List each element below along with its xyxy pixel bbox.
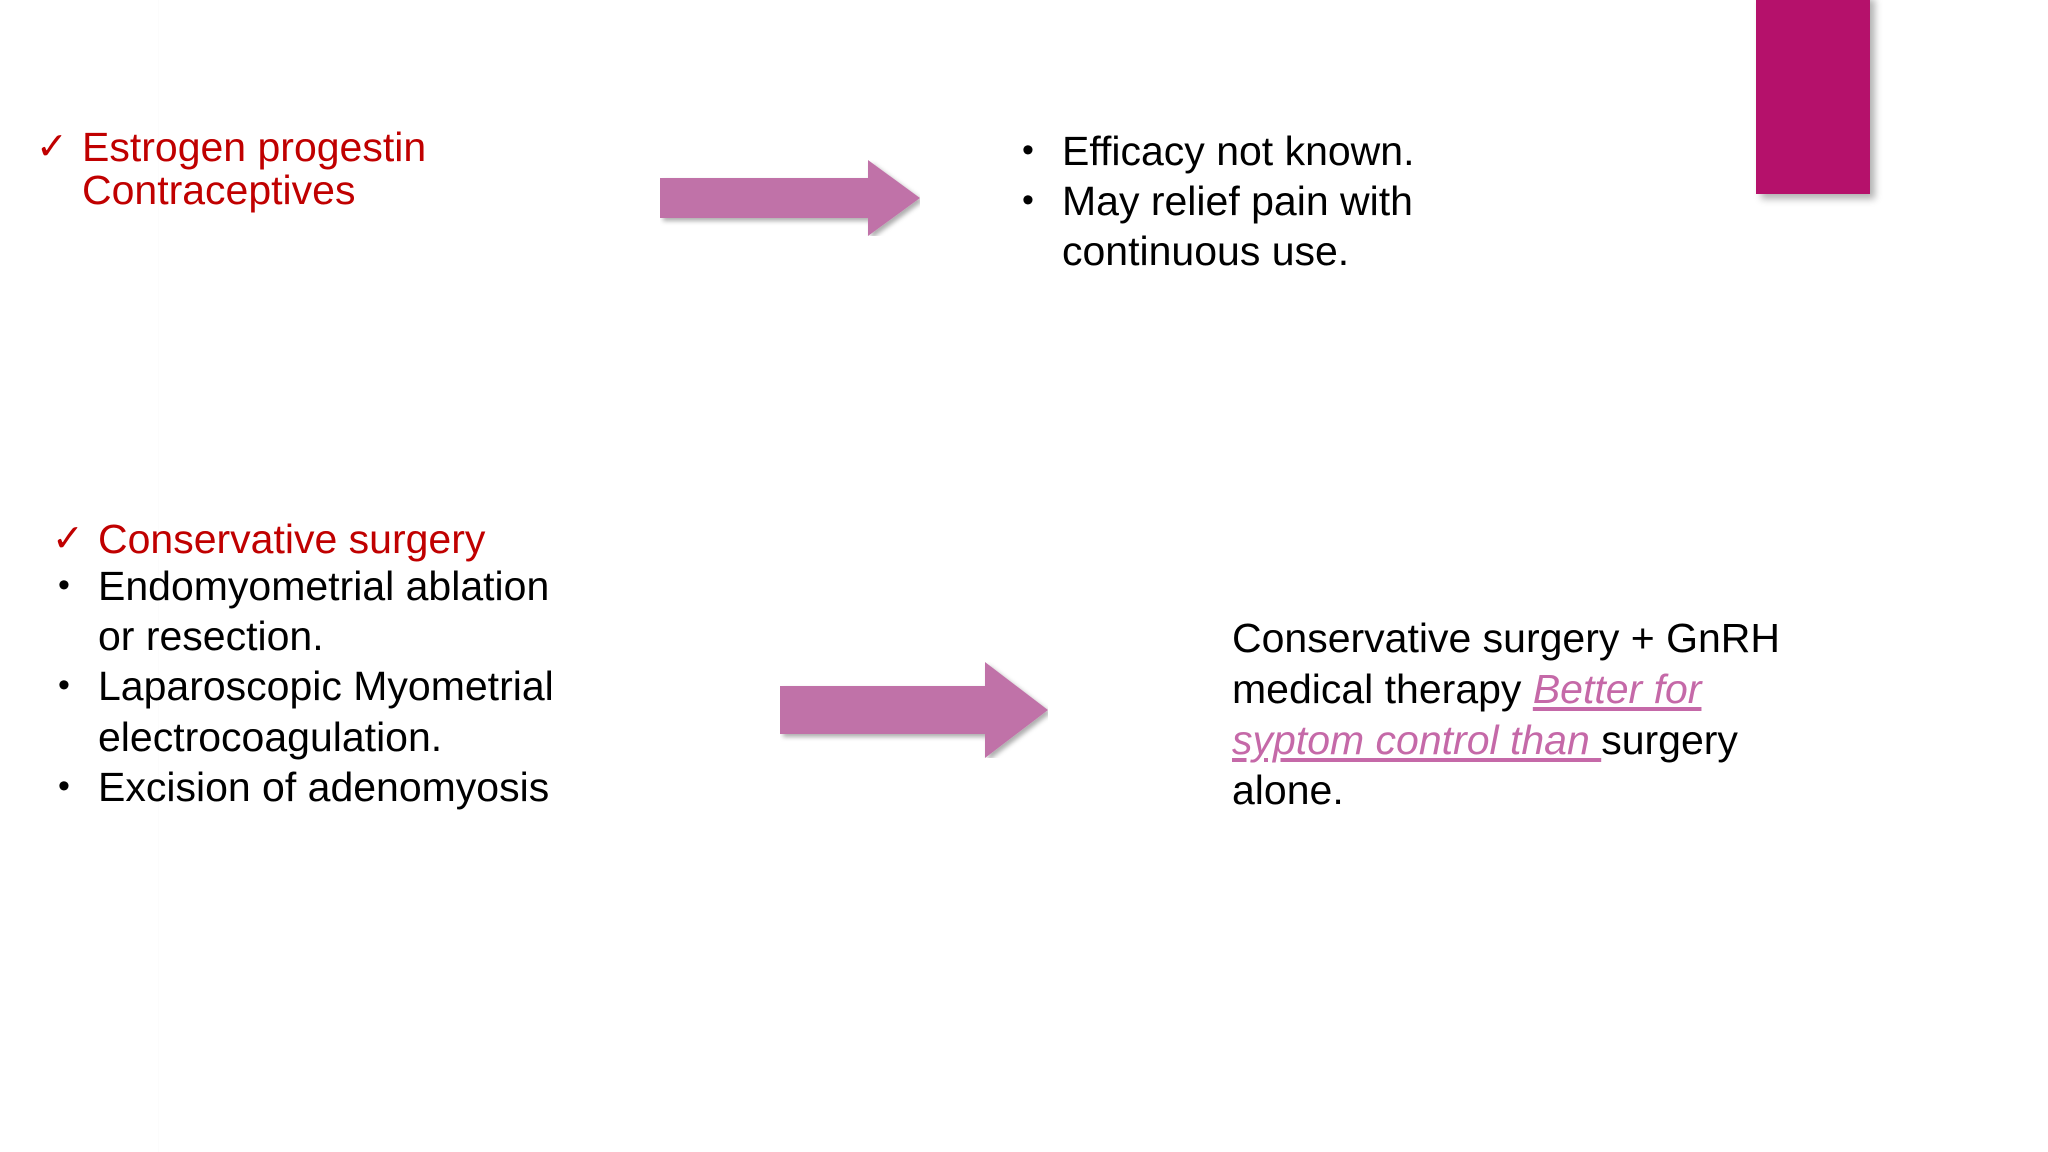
combo-therapy-paragraph: Conservative surgery + GnRH medical ther… [1232,613,1792,816]
combo-lead-text: Conservative surgery + GnRH medical ther… [1232,615,1781,712]
efficacy-bullet-list: Efficacy not known. May relief pain with… [1016,126,1536,276]
check-icon: ✓ [52,518,84,560]
estrogen-heading-block: ✓ Estrogen progestin Contraceptives [36,124,466,214]
list-item: Excision of adenomyosis [52,762,572,812]
list-item: May relief pain with continuous use. [1016,176,1536,276]
list-item: Efficacy not known. [1016,126,1536,176]
decorative-magenta-block [1756,0,1870,194]
efficacy-bullets-block: Efficacy not known. May relief pain with… [1016,126,1536,276]
right-arrow-icon-bottom [780,662,1048,758]
right-arrow-icon-top [660,160,920,236]
conservative-surgery-bullet-list: Endomyometrial ablation or resection. La… [52,561,572,811]
conservative-surgery-block: ✓ Conservative surgery Endomyometrial ab… [52,516,572,812]
list-item: Endomyometrial ablation or resection. [52,561,572,661]
heading-row-estrogen: ✓ Estrogen progestin Contraceptives [36,124,466,214]
combo-therapy-outcome-block: Conservative surgery + GnRH medical ther… [1232,572,1792,857]
estrogen-heading-text: Estrogen progestin Contraceptives [82,124,427,214]
check-icon: ✓ [36,126,68,168]
conservative-surgery-heading-text: Conservative surgery [98,516,486,562]
list-item: Laparoscopic Myometrial electrocoagulati… [52,661,572,761]
combo-tail-text: surgery alone. [1232,716,1738,814]
heading-row-conservative-surgery: ✓ Conservative surgery [52,516,572,562]
combo-emphasis-text: Better for syptom control than [1232,665,1702,763]
